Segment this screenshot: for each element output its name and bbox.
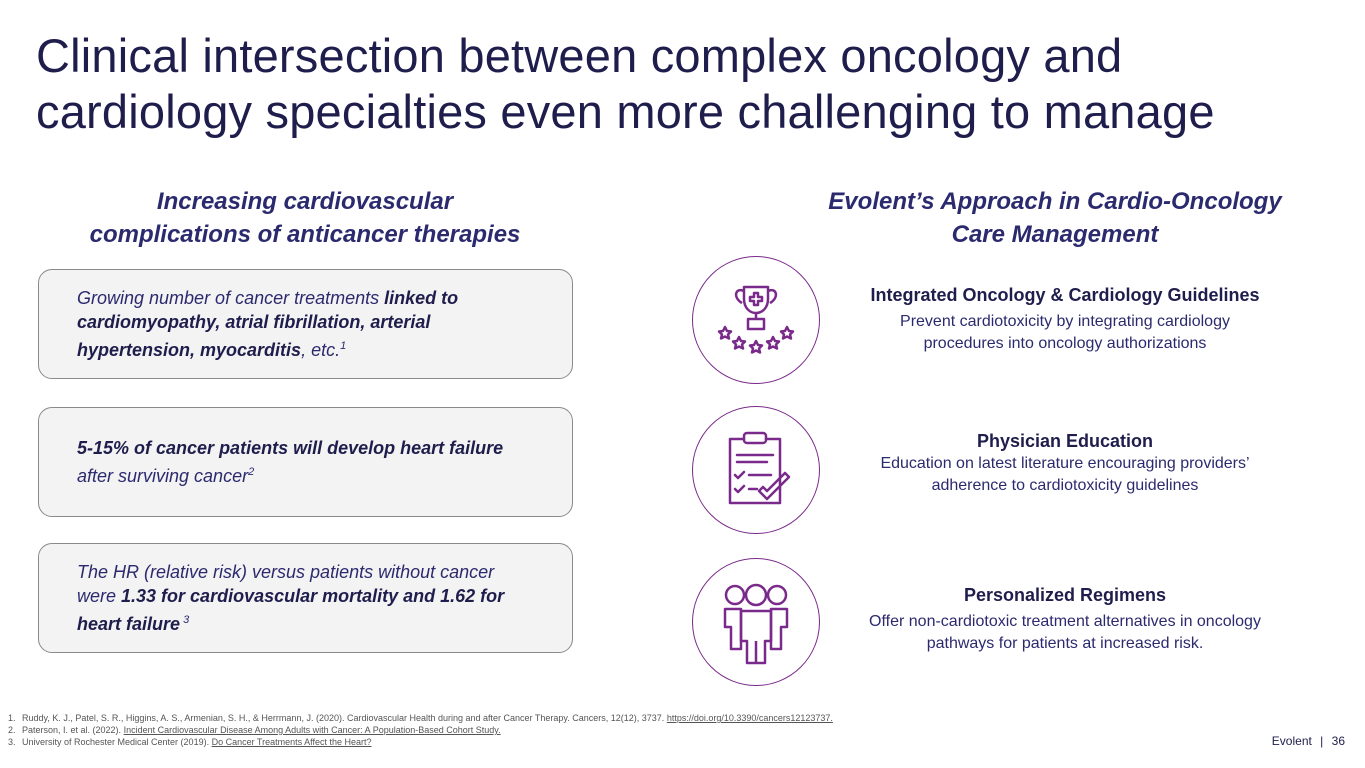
stat-box-hazard-ratio: The HR (relative risk) versus patients w…	[38, 543, 573, 653]
footnote-link[interactable]: Do Cancer Treatments Affect the Heart?	[211, 737, 372, 747]
stat-box-heart-failure: 5-15% of cancer patients will develop he…	[38, 407, 573, 517]
footnote: 3.University of Rochester Medical Center…	[8, 737, 372, 747]
left-heading: Increasing cardiovascular complications …	[89, 188, 521, 248]
slide-footer: Evolent | 36	[1271, 734, 1345, 748]
footnote-link[interactable]: https://doi.org/10.3390/cancers12123737.	[666, 713, 833, 723]
footnotes: 1.Ruddy, K. J., Patel, S. R., Higgins, A…	[8, 712, 833, 748]
stat-box-treatments: Growing number of cancer treatments link…	[38, 269, 573, 379]
page-number: 36	[1331, 734, 1345, 748]
approach-physician-education: Physician Education Education on latest …	[880, 431, 1250, 494]
right-heading: Evolent’s Approach in Cardio-Oncology Ca…	[828, 188, 1282, 248]
approach-personalized-regimens: Personalized Regimens Offer non-cardioto…	[869, 585, 1261, 652]
approach-integrated-guidelines: Integrated Oncology & Cardiology Guideli…	[870, 285, 1260, 352]
clipboard-check-icon	[692, 406, 820, 534]
footnote: 1.Ruddy, K. J., Patel, S. R., Higgins, A…	[8, 713, 833, 723]
people-group-icon	[692, 558, 820, 686]
footnote-link[interactable]: Incident Cardiovascular Disease Among Ad…	[123, 725, 501, 735]
footnote: 2.Paterson, I. et al. (2022). Incident C…	[8, 725, 501, 735]
trophy-stars-icon	[692, 256, 820, 384]
slide-title: Clinical intersection between complex on…	[36, 29, 1215, 138]
